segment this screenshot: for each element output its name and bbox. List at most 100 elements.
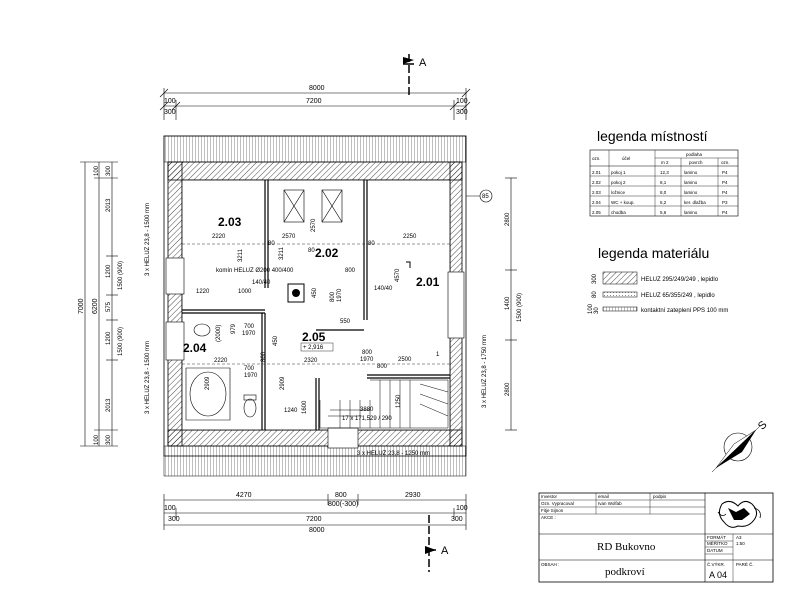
stairs-label: 17 x 171,529 / 290 (342, 416, 392, 422)
dim-top-right-100: 100 (456, 98, 468, 105)
legend-m3-label: kontaktní zateplení PPS 100 mm (641, 308, 728, 314)
idim-140-40b: 140/40 (374, 286, 393, 292)
window-left-bottom (165, 321, 185, 361)
legend-row-kod: P4 (722, 210, 728, 215)
idim-3211a: 3211 (238, 248, 244, 262)
legend-row-ozn: 2.01 (592, 170, 601, 175)
tb-obsah-label: OBSAH : (541, 562, 559, 567)
idim-1970d: 1970 (244, 373, 258, 379)
idim-3880: 3880 (360, 407, 374, 413)
idim-800c: 800 (362, 350, 373, 356)
legend-swatch-heluz-300 (602, 271, 638, 285)
dim-bottom-300-left: 300 (168, 516, 180, 523)
window-left-top (165, 257, 185, 295)
dim-left-1500-top: 1500 (900) (118, 261, 124, 290)
legend-row-ucel: WC + koup. (611, 200, 635, 205)
idim-1240: 1240 (284, 408, 298, 414)
dim-bottom-800: 800 (335, 492, 347, 499)
dim-left-1200-top: 1200 (106, 264, 112, 278)
level-mark: + 2,916 (303, 345, 324, 351)
idim-1970b: 1970 (242, 331, 256, 337)
legend-swatch-heluz-80 (602, 291, 638, 298)
legend-row-ozn: 2.03 (592, 190, 601, 195)
dim-left-100-top: 100 (94, 165, 100, 176)
chimney-flue (292, 289, 300, 297)
tb-drawing-no-value: A 04 (709, 570, 727, 580)
tb-scale-value: 1:50 (736, 541, 745, 546)
dim-top-300-right: 300 (456, 109, 468, 116)
dim-right-1400: 1400 (505, 296, 511, 310)
legend-row-povrch: lamino (684, 180, 698, 185)
idim-2500: 2500 (398, 357, 412, 363)
idim-700a: 700 (244, 324, 255, 330)
legend-h-ozn2: ozn. (721, 160, 730, 165)
section-label-bottom: A (441, 545, 449, 557)
tb-project-name: RD Bukovno (597, 541, 656, 553)
top-dimensions (159, 88, 471, 120)
legend-row-ozn: 2.05 (592, 210, 601, 215)
idim-860: 860 (261, 351, 267, 362)
legend-row-m2: 5,2 (660, 200, 667, 205)
section-marker-top: A (403, 54, 427, 98)
room-2-04: 2.04 (183, 341, 207, 355)
tb-investor-value: email (598, 494, 609, 499)
dim-left-1200-bot: 1200 (106, 331, 112, 345)
idim-2220b: 2220 (214, 358, 228, 364)
tb-akce-label: AKCE : (541, 515, 556, 520)
dim-left-7000: 7000 (78, 298, 85, 314)
tb-author-label: Ozn. Vypracoval (541, 501, 574, 506)
idim-550: 550 (340, 319, 351, 325)
legend-m1-label: HELUZ 295/249/249 , lepidlo (641, 277, 719, 283)
legend-rooms-title: legenda místností (597, 128, 708, 144)
tb-format-label: FORMÁT (707, 534, 726, 540)
tb-copy-label: PARÉ Č. (736, 561, 754, 567)
legend-row-kod: P4 (722, 190, 728, 195)
idim-1: 1 (436, 352, 440, 358)
idim-1970a: 1970 (337, 288, 343, 302)
legend-swatch-pps (602, 306, 638, 312)
legend-h-ucel: účel (622, 156, 630, 161)
window-label-bottom: 3 x HELUZ 23,8 - 1250 mm (357, 451, 430, 457)
legend-m3-dim-b: 30 (594, 307, 600, 314)
legend-row-m2: 5,6 (660, 210, 667, 215)
dim-top-300-left: 300 (164, 109, 176, 116)
section-marker-bottom: A (425, 515, 449, 572)
dim-left-6200: 6200 (92, 298, 99, 314)
idim-80c: 80 (368, 241, 375, 247)
legend-row-kod: P4 (722, 180, 728, 185)
tb-signature-label: podpis (653, 494, 667, 499)
legend-row-ozn: 2.04 (592, 200, 601, 205)
idim-1000: 1000 (238, 289, 252, 295)
window-right (447, 271, 465, 339)
roof-top-band (163, 135, 467, 163)
chimney-label: komín HELUZ Ø200 400/400 (216, 268, 294, 274)
idim-1970c: 1970 (360, 357, 374, 363)
legend-materials-title: legenda materiálu (598, 245, 709, 261)
idim-2570b: 2570 (311, 218, 317, 232)
idim-450: 450 (312, 287, 318, 298)
window-label-left-bottom: 3 x HELUZ 23,8 - 1500 mm (145, 341, 151, 414)
legend-m2-dim: 80 (592, 291, 598, 298)
legend-row-ucel: pokoj 1 (611, 170, 626, 175)
lion-logo-icon (717, 500, 761, 528)
staircase (319, 379, 449, 429)
legend-row-kod: P3 (722, 200, 728, 205)
dim-left-575: 575 (106, 301, 112, 312)
room-2-02: 2.02 (315, 246, 339, 260)
legend-row-kod: P4 (722, 170, 728, 175)
window-bottom (327, 427, 359, 449)
window-label-left-top: 3 x HELUZ 23,8 - 1500 mm (145, 203, 151, 276)
dim-left-1500-bot: 1500 (900) (118, 327, 124, 356)
legend-row-m2: 8,1 (660, 180, 667, 185)
room-2-01: 2.01 (416, 275, 440, 289)
dim-top-mid: 7200 (306, 98, 322, 105)
idim-2570a: 2570 (282, 234, 296, 240)
dim-bottom-2930: 2930 (405, 492, 421, 499)
idim-800a: 800 (345, 268, 356, 274)
dim-bottom-100-right: 100 (456, 505, 468, 512)
legend-m2-label: HELUZ 65/355/249 , lepidlo (641, 293, 715, 299)
legend-row-ucel: ložnice (611, 190, 626, 195)
legend-h-povrch: povrch (689, 160, 703, 165)
title-block (538, 492, 774, 583)
